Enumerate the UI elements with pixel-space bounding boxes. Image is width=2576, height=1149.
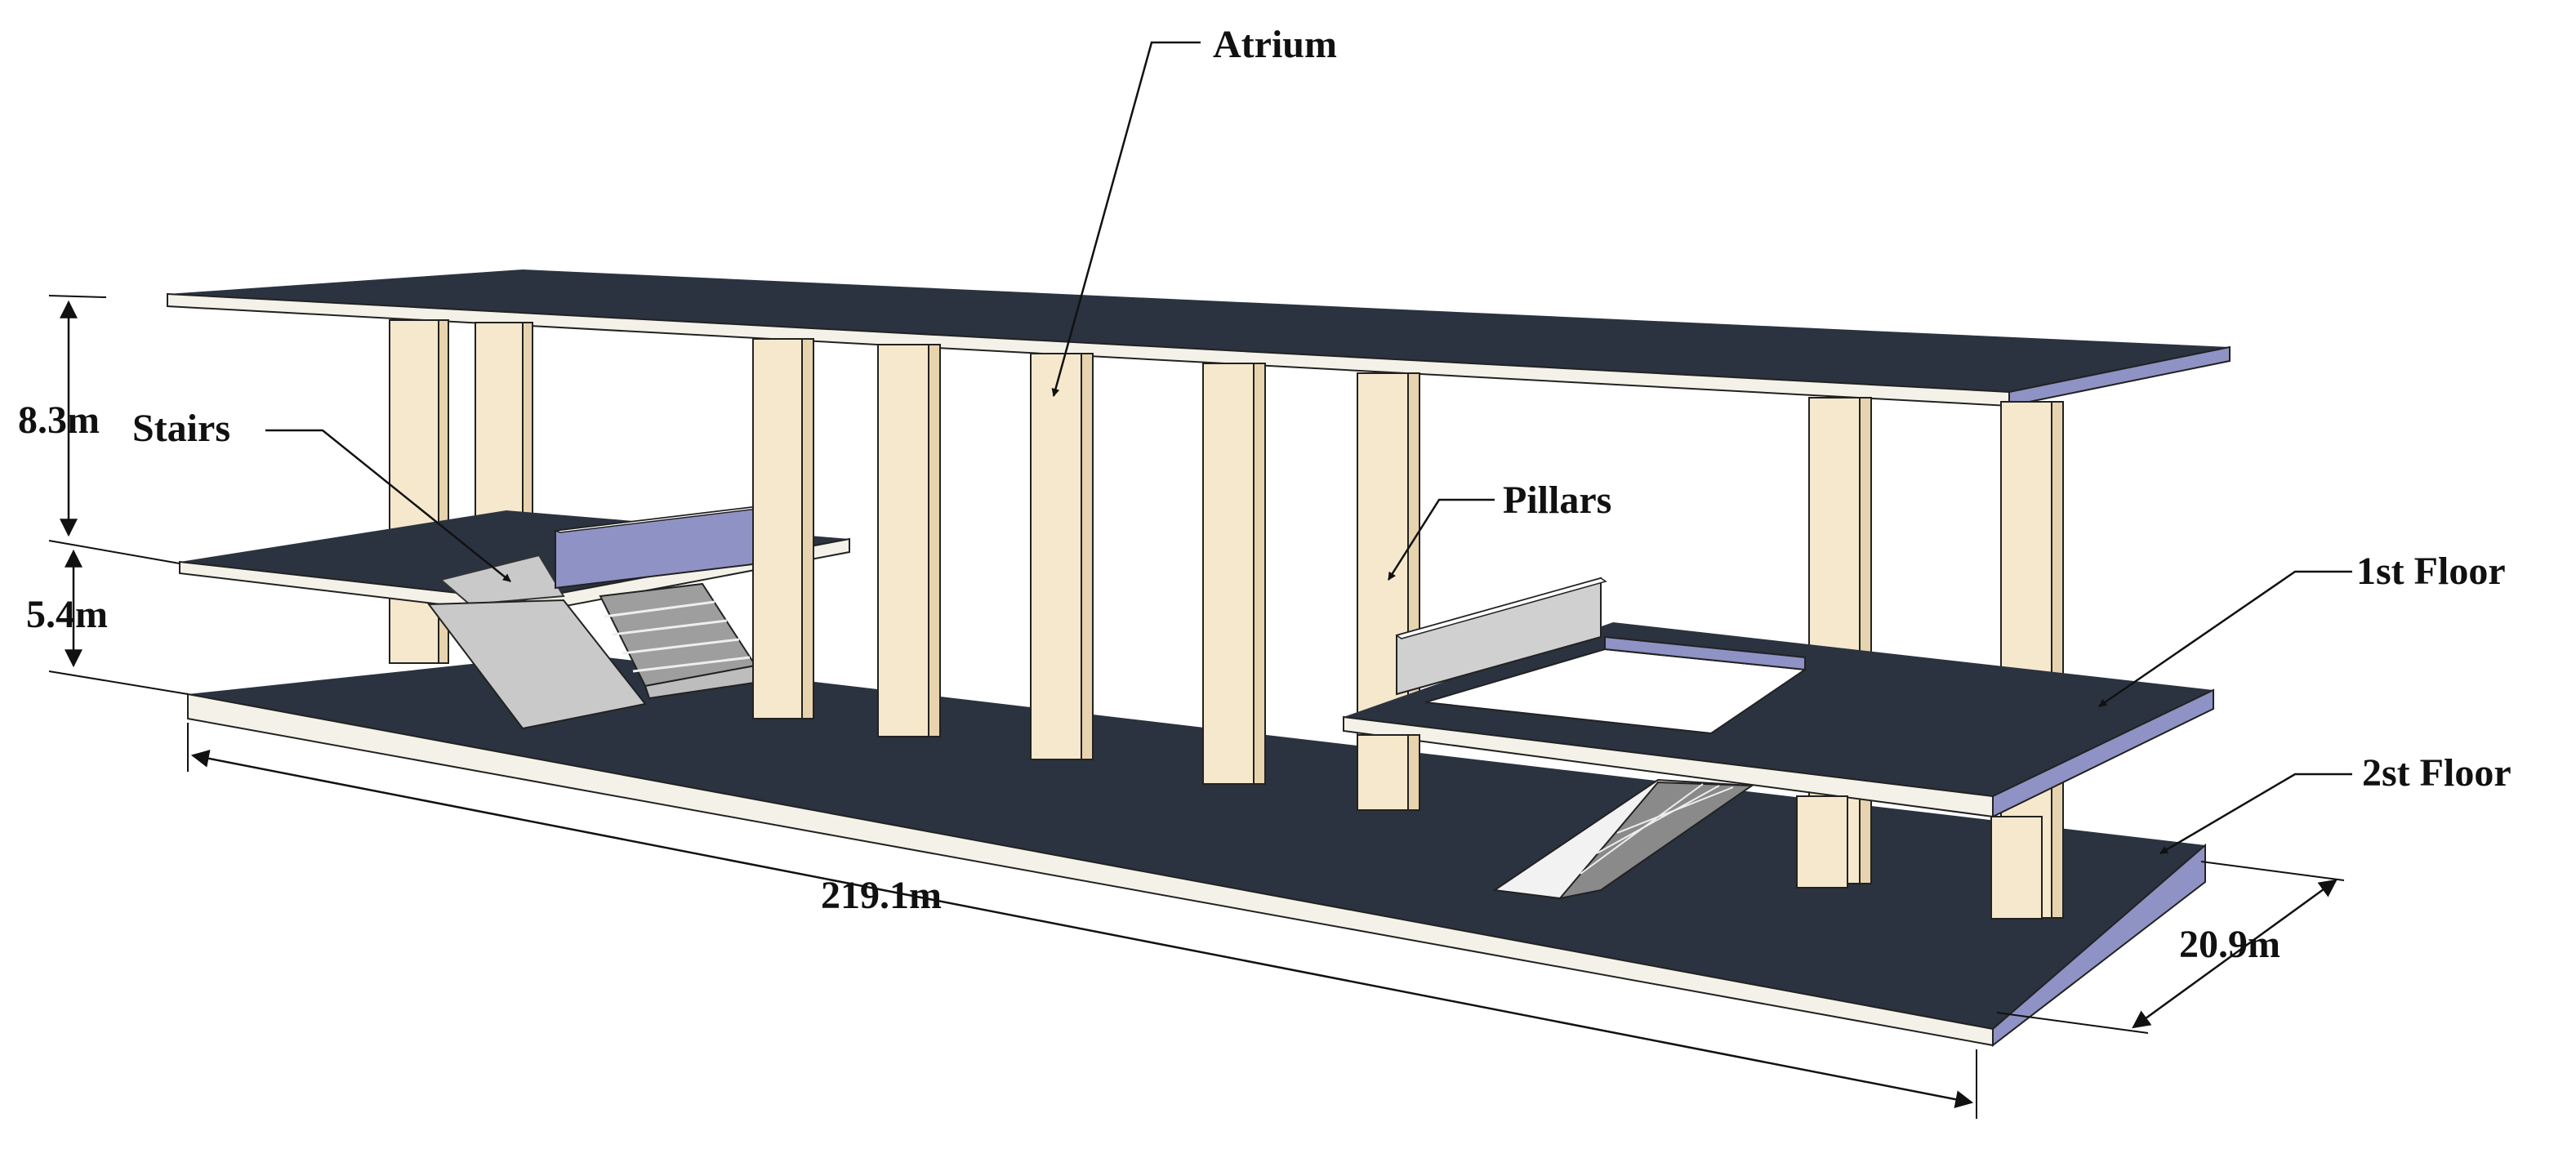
pillar [1030,353,1094,760]
upper-height-label: 8.3m [18,399,100,442]
first-floor-label: 1st Floor [2356,550,2506,593]
length-label: 219.1m [821,874,942,917]
pillar [1796,795,1848,888]
roof-slab [167,269,2231,407]
pillar [1357,734,1420,811]
first-floor-leader [2098,570,2352,708]
right-floor-void-edge [1604,635,1806,671]
annotation-leaders [265,41,2352,855]
stair-stringer [427,599,647,730]
right-guard-wall-cap [1395,577,1607,639]
atrium-leader [1051,41,1201,397]
lower-height-label: 5.4m [26,593,108,636]
stairs-leader [265,429,511,582]
left-mezzanine-slab [179,505,850,616]
atrium-label: Atrium [1213,23,1337,66]
stairs-label: Stairs [132,407,230,450]
left-stairs [427,582,761,730]
roof-slab-top [167,269,2230,392]
pillar [1990,816,2043,920]
width-label: 20.9m [2179,923,2280,966]
pillar [877,344,941,737]
pillar [1202,363,1266,785]
dimension-lines [48,295,2345,1119]
second-floor-leader [2159,773,2352,855]
pillars-label: Pillars [1503,479,1611,522]
pillar [752,338,814,719]
right-floor-side [1992,688,2214,818]
second-floor-label: 2st Floor [2362,751,2511,795]
pillars-leader [1387,498,1495,581]
text-labels: Atrium Stairs Pillars 1st Floor 2st Floo… [18,23,2511,966]
